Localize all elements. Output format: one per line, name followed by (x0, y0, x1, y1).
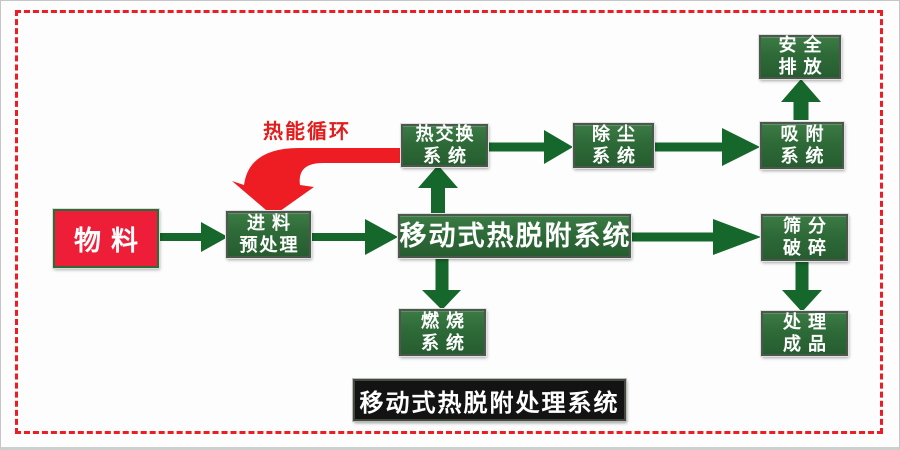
node-safe-discharge: 安全 排放 (759, 35, 841, 79)
heat-recycle-arrow (232, 148, 401, 216)
arrow-adsorption-to-safe-discharge (781, 79, 821, 120)
node-main-system: 移动式热脱附系统 (398, 214, 631, 258)
node-adsorption-line1: 吸附 (780, 123, 831, 144)
diagram-caption-label: 移动式热脱附处理系统 (359, 389, 620, 417)
node-screening-crushing-line2: 破碎 (783, 237, 833, 258)
node-feed-pretreatment-line2: 预处理 (239, 234, 300, 255)
node-dust-removal-line2: 系统 (592, 145, 642, 166)
arrow-screening-to-product (782, 261, 822, 312)
arrow-feed-to-main (309, 219, 398, 255)
node-material-label: 物料 (74, 226, 148, 256)
green-flow-arrows (157, 79, 822, 312)
node-material: 物料 (53, 209, 159, 268)
node-combustion-line1: 燃烧 (421, 310, 471, 331)
node-feed-pretreatment-line1: 进料 (247, 212, 297, 233)
node-adsorption: 吸附 系统 (760, 122, 844, 169)
arrow-heat-exchange-to-dust (488, 130, 573, 164)
arrow-main-to-heat-exchange (418, 165, 458, 213)
arrow-material-to-feed (157, 222, 228, 252)
node-safe-discharge-line2: 排放 (778, 57, 829, 77)
node-screening-crushing: 筛分 破碎 (761, 214, 848, 261)
arrow-main-to-combustion (422, 258, 461, 310)
node-main-system-label: 移动式热脱附系统 (399, 220, 632, 251)
heat-recycle-label: 热能循环 (263, 121, 351, 143)
node-adsorption-line2: 系统 (780, 145, 831, 166)
node-treated-product-line2: 成品 (783, 333, 833, 354)
arrow-main-to-screening (631, 219, 761, 255)
node-feed-pretreatment: 进料 预处理 (226, 211, 311, 258)
node-dust-removal-line1: 除尘 (592, 123, 642, 144)
diagram-caption: 移动式热脱附处理系统 (353, 379, 626, 421)
arrow-dust-to-adsorption (654, 128, 760, 166)
node-dust-removal: 除尘 系统 (573, 123, 654, 168)
node-treated-product: 处理 成品 (761, 311, 848, 356)
node-treated-product-line1: 处理 (783, 311, 833, 332)
node-screening-crushing-line1: 筛分 (783, 215, 833, 236)
node-safe-discharge-line1: 安全 (778, 35, 829, 56)
node-heat-exchange-line2: 系统 (423, 145, 473, 166)
node-combustion-line2: 系统 (421, 332, 471, 353)
node-heat-exchange-line1: 热交换 (415, 123, 476, 144)
node-combustion: 燃烧 系统 (399, 309, 486, 356)
node-heat-exchange: 热交换 系统 (401, 124, 488, 167)
